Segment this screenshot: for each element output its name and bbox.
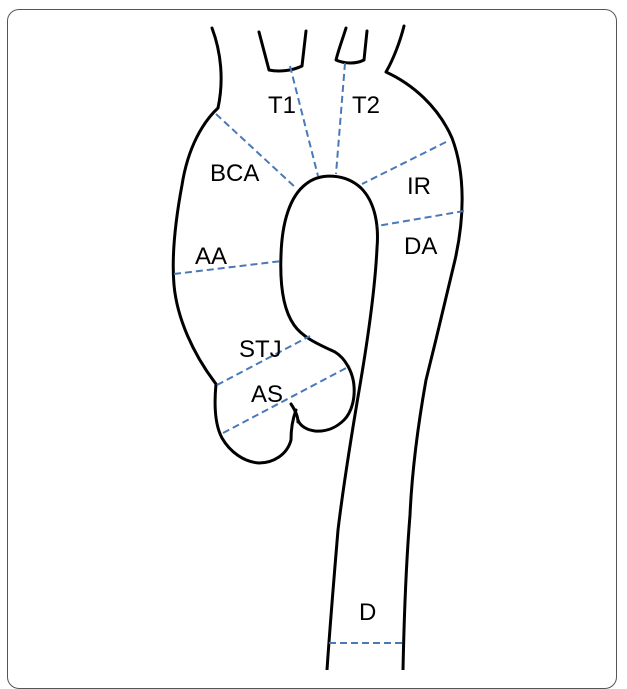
- label-stj: STJ: [239, 336, 282, 363]
- branch-stump-2: [336, 28, 367, 63]
- boundary-stj-as: [223, 366, 350, 433]
- inner-wall: [281, 176, 378, 670]
- boundary-ir-da: [377, 211, 464, 226]
- label-da: DA: [404, 233, 437, 260]
- label-bca: BCA: [210, 160, 259, 187]
- outer-wall-right: [386, 26, 462, 670]
- branch-stump-1: [259, 31, 306, 71]
- label-aa: AA: [195, 243, 227, 270]
- segment-labels: T1 T2 BCA IR AA DA STJ AS D: [195, 92, 437, 626]
- segment-boundaries: [174, 63, 464, 643]
- label-d: D: [359, 599, 376, 626]
- label-as: AS: [251, 381, 283, 408]
- aorta-diagram: T1 T2 BCA IR AA DA STJ AS D: [0, 0, 627, 670]
- aorta-outline: [173, 26, 462, 670]
- boundary-t2-ir: [362, 142, 446, 184]
- boundary-bca-aa: [174, 261, 282, 274]
- boundary-t1-left: [290, 66, 318, 176]
- label-t2: T2: [352, 92, 380, 119]
- label-ir: IR: [407, 173, 431, 200]
- label-t1: T1: [268, 92, 296, 119]
- boundary-t1-t2: [336, 63, 345, 174]
